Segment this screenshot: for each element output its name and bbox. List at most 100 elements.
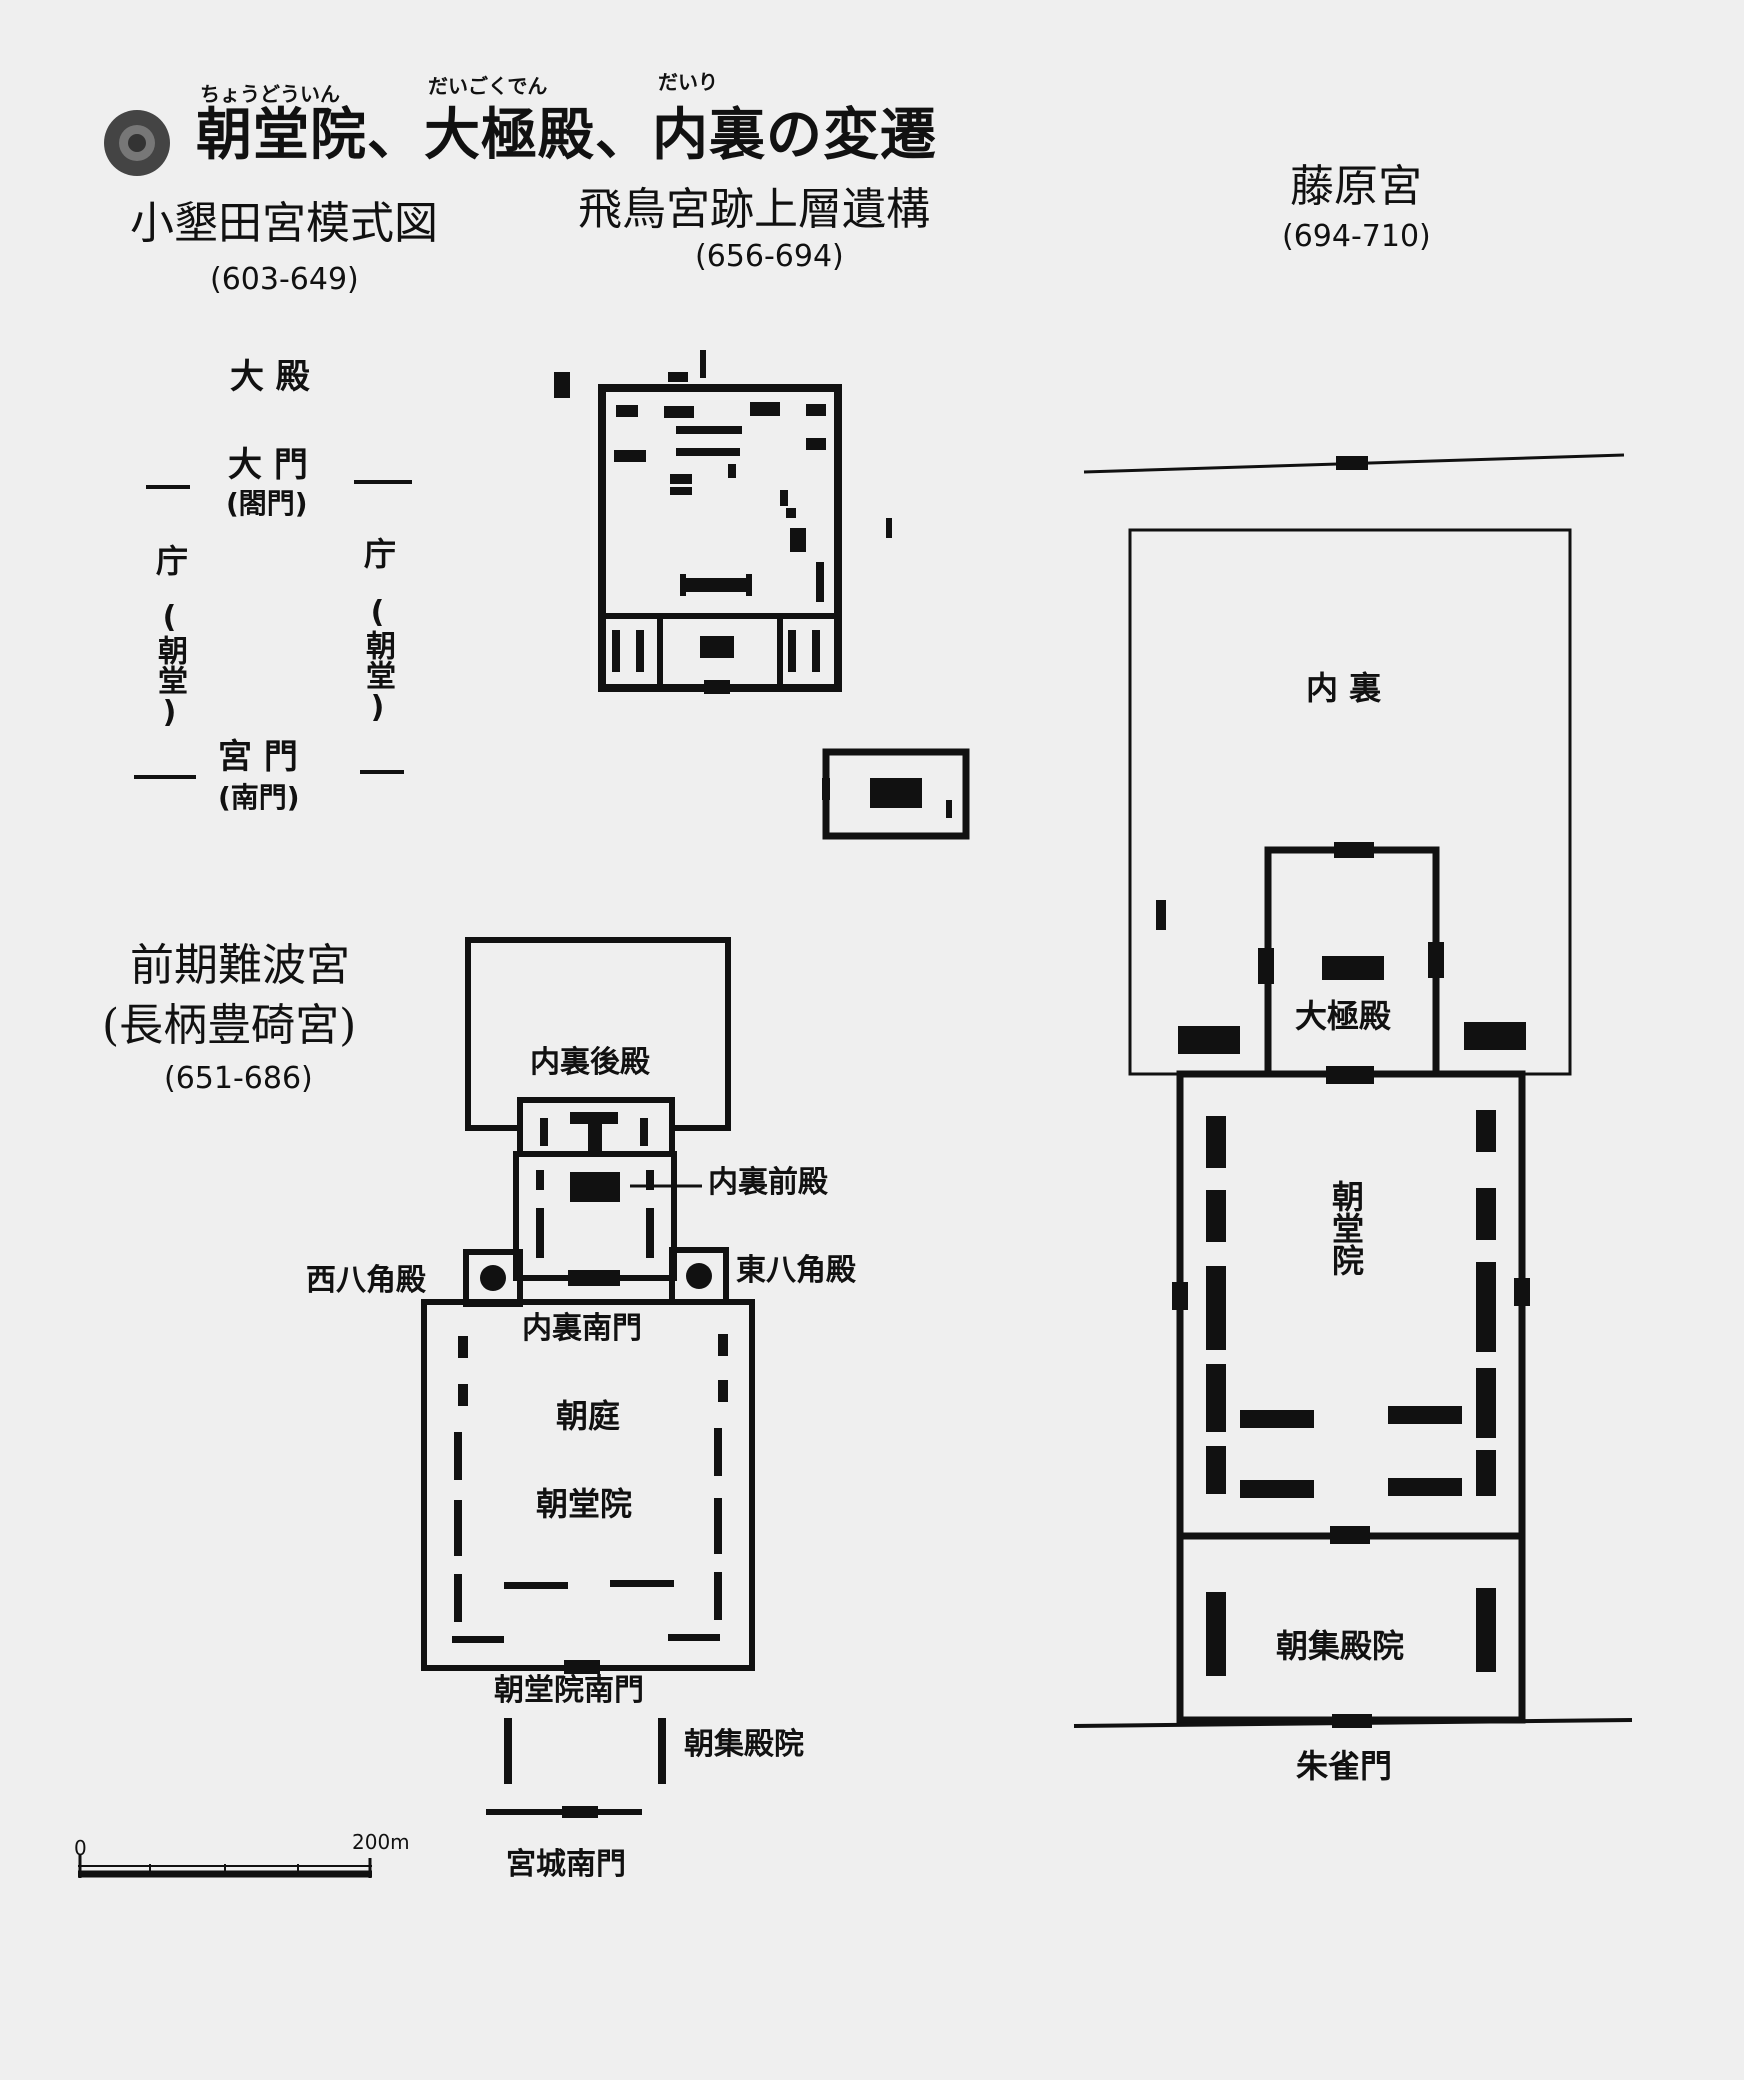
fujiwara-daigokuden-north-gate: [1334, 842, 1374, 858]
naniwa-chodo-west-1: [458, 1336, 468, 1358]
asuka-south-bldg-1: [612, 630, 620, 672]
fujiwara-chodo-east-1: [1476, 1110, 1496, 1152]
fujiwara-chodoin-west-gate: [1172, 1282, 1188, 1310]
naniwa-higashi-hakkaku-label: 東八角殿: [736, 1253, 856, 1288]
fujiwara-chodo-south-1: [1240, 1410, 1314, 1428]
naniwa-years: (651-686): [164, 1061, 313, 1096]
asuka-main-hall-right-end: [746, 574, 752, 596]
asuka-bldg-10: [728, 464, 736, 478]
naniwa-zenden-right-2: [646, 1208, 654, 1258]
naniwa-title-1: 前期難波宮: [130, 940, 350, 991]
naniwa-choshuden-west: [504, 1718, 512, 1784]
ebinoko-gate-west: [822, 778, 830, 800]
asuka-bldg-7: [676, 448, 740, 456]
asuka-years: (656-694): [695, 239, 844, 274]
asuka-north-bldg: [668, 372, 688, 382]
naniwa-east-octagon: [686, 1263, 712, 1289]
fujiwara-chodo-west-1: [1206, 1116, 1226, 1168]
fujiwara-chodo-west-2: [1206, 1190, 1226, 1242]
fujiwara-choshuden-label: 朝集殿院: [1276, 1627, 1405, 1665]
naniwa-zenden-hall: [570, 1172, 620, 1202]
asuka-bldg-5: [676, 426, 742, 434]
fujiwara-chodo-south-3: [1240, 1480, 1314, 1498]
asuka-bldg-8: [806, 438, 826, 450]
asuka-bldg-14: [790, 528, 806, 552]
naniwa-chodo-south-4: [668, 1634, 720, 1641]
fujiwara-dairi-enclosure: [1128, 528, 1572, 1076]
scale-max-label: 200m: [352, 1830, 410, 1854]
asuka-south-bldg-2: [636, 630, 644, 672]
fujiwara-daigokuden-south-gate: [1326, 1066, 1374, 1084]
asuka-main-hall: [680, 578, 752, 592]
fujiwara-chodo-west-3: [1206, 1266, 1226, 1350]
naniwa-choutei-label: 朝庭: [556, 1397, 621, 1435]
naniwa-chodoin-nanmon-label: 朝堂院南門: [494, 1673, 644, 1708]
scale-bar: [78, 1854, 372, 1878]
asuka-bldg-2: [664, 406, 694, 418]
oharida-kyumon: 宮 門: [218, 737, 298, 777]
asuka-south-hall: [700, 636, 734, 658]
fujiwara-daigokuden-hall: [1322, 956, 1384, 980]
naniwa-chodo-east-1: [718, 1334, 728, 1356]
naniwa-zenden-right-1: [646, 1170, 654, 1190]
bullet-icon: [104, 110, 170, 176]
naniwa-dairi-nanmon-label: 内裏南門: [522, 1311, 642, 1346]
naniwa-chodo-south-1: [504, 1582, 568, 1589]
fujiwara-chodo-south-2: [1388, 1406, 1462, 1424]
fujiwara-choshuden-west-bldg: [1206, 1592, 1226, 1676]
fujiwara-chodo-south-4: [1388, 1478, 1462, 1496]
asuka-bldg-15: [816, 562, 824, 602]
naniwa-dairi-zenden-label: 内裏前殿: [708, 1165, 828, 1200]
fujiwara-chodo-east-2: [1476, 1188, 1496, 1240]
naniwa-chodoin-south-gate: [564, 1660, 600, 1674]
naniwa-chodo-west-2: [458, 1384, 468, 1406]
asuka-outer-post-east: [886, 518, 892, 538]
oharida-plan: [134, 480, 412, 779]
fujiwara-chodo-west-5: [1206, 1446, 1226, 1494]
naniwa-dairi-koden-label: 内裏後殿: [530, 1045, 650, 1080]
fujiwara-dairi-west-post: [1156, 900, 1166, 930]
fujiwara-years: (694-710): [1282, 219, 1431, 254]
asuka-bldg-4: [806, 404, 826, 416]
naniwa-chodo-west-4: [454, 1500, 462, 1556]
fujiwara-chodo-west-4: [1206, 1364, 1226, 1432]
asuka-south-bldg-3: [788, 630, 796, 672]
oharida-daimon-alt: (閤門): [226, 487, 308, 520]
fujiwara-suzakumon-label: 朱雀門: [1296, 1747, 1393, 1785]
ruby-daigokuden: だいごくでん: [428, 74, 548, 98]
oharida-choudou-right: (朝堂): [360, 595, 395, 725]
naniwa-chodo-east-2: [718, 1380, 728, 1402]
naniwa-title-2: (長柄豊碕宮): [102, 1000, 357, 1051]
page-title: 朝堂院、大極殿、内裏の変遷: [196, 103, 937, 168]
asuka-south-gate: [704, 680, 730, 694]
naniwa-choshuden-east: [658, 1718, 666, 1784]
naniwa-koden-hall-top: [570, 1112, 618, 1124]
ebinoko-hall: [870, 778, 922, 808]
fujiwara-west-bldg: [1178, 1026, 1240, 1054]
fujiwara-title: 藤原宮: [1290, 161, 1422, 212]
oharida-kyumon-alt: (南門): [218, 781, 300, 814]
asuka-bldg-1: [616, 405, 638, 417]
asuka-bldg-3: [750, 402, 780, 416]
asuka-title: 飛鳥宮跡上層遺構: [578, 184, 930, 235]
fujiwara-chodo-east-4: [1476, 1368, 1496, 1438]
oharida-daiden: 大 殿: [230, 357, 310, 397]
oharida-daimon: 大 門: [228, 445, 308, 485]
naniwa-chodo-east-4: [714, 1498, 722, 1554]
fujiwara-chodo-east-5: [1476, 1450, 1496, 1496]
ruby-chodoin: ちょうどういん: [200, 82, 340, 106]
naniwa-kyujo-nanmon-label: 宮城南門: [506, 1847, 626, 1882]
naniwa-west-octagon: [480, 1265, 506, 1291]
naniwa-chodoin-label: 朝堂院: [536, 1485, 633, 1523]
asuka-outer-building: [554, 372, 570, 398]
fujiwara-dairi-label: 内 裏: [1306, 669, 1382, 707]
fujiwara-chodoin-label: 朝堂院: [1327, 1180, 1365, 1276]
ebinoko-post-east: [946, 800, 952, 818]
scale-zero-label: 0: [74, 1836, 87, 1860]
fujiwara-choshuden-enclosure: [1176, 1532, 1526, 1724]
fujiwara-choshuden-east-bldg: [1476, 1588, 1496, 1672]
naniwa-chodoin-enclosure: [421, 1299, 755, 1671]
fujiwara-plan: [1073, 453, 1633, 1728]
naniwa-chodo-west-3: [454, 1432, 462, 1480]
